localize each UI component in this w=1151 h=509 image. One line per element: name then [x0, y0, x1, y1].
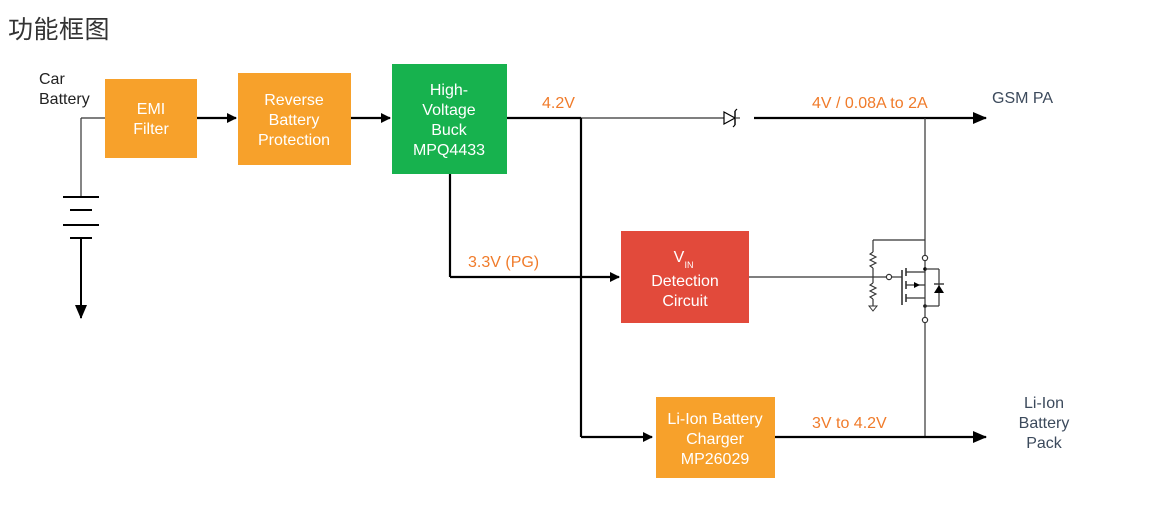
- charger-line1: Li-Ion Battery: [667, 411, 762, 428]
- buck-line2: Voltage: [422, 102, 475, 119]
- mosfet-switch-icon: [867, 118, 944, 437]
- battery-pack-line3: Pack: [1026, 435, 1063, 452]
- car-battery-label: Car Battery: [39, 71, 90, 108]
- label-4v2: 4.2V: [542, 95, 575, 112]
- car-battery-label-line2: Battery: [39, 91, 90, 108]
- pg-path: [448, 174, 620, 282]
- emi-filter-block: EMI Filter: [105, 79, 197, 158]
- battery-pack-line1: Li-Ion: [1024, 395, 1064, 412]
- vin-sub: IN: [685, 260, 694, 270]
- buck-line1: High-: [430, 82, 468, 99]
- charger-line2: Charger: [686, 431, 744, 448]
- emi-line1: EMI: [137, 101, 165, 118]
- li-ion-charger-block: Li-Ion Battery Charger MP26029: [656, 397, 775, 478]
- car-battery-label-line1: Car: [39, 71, 65, 88]
- vin-detection-block: V IN Detection Circuit: [621, 231, 749, 323]
- battery-pack-label: Li-Ion Battery Pack: [1019, 395, 1070, 452]
- buck-line3: Buck: [431, 122, 468, 139]
- diode-icon: [723, 108, 740, 128]
- gsm-pa-label: GSM PA: [992, 90, 1053, 107]
- label-3v3-pg: 3.3V (PG): [468, 254, 539, 271]
- emi-line2: Filter: [133, 121, 169, 138]
- label-gsm-rail: 4V / 0.08A to 2A: [812, 95, 928, 112]
- label-batt-rail: 3V to 4.2V: [812, 415, 887, 432]
- vin-line1: Detection: [651, 273, 719, 290]
- reverse-line3: Protection: [258, 132, 330, 149]
- charger-line3: MP26029: [681, 451, 750, 468]
- battery-symbol-icon: [63, 117, 105, 319]
- buck-line4: MPQ4433: [413, 142, 485, 159]
- high-voltage-buck-block: High- Voltage Buck MPQ4433: [392, 64, 507, 174]
- reverse-line1: Reverse: [264, 92, 324, 109]
- page-title: 功能框图: [8, 15, 111, 44]
- battery-pack-line2: Battery: [1019, 415, 1070, 432]
- vin-main: V: [674, 249, 685, 266]
- vin-line2: Circuit: [662, 293, 708, 310]
- reverse-battery-protection-block: Reverse Battery Protection: [238, 73, 351, 165]
- reverse-line2: Battery: [269, 112, 320, 129]
